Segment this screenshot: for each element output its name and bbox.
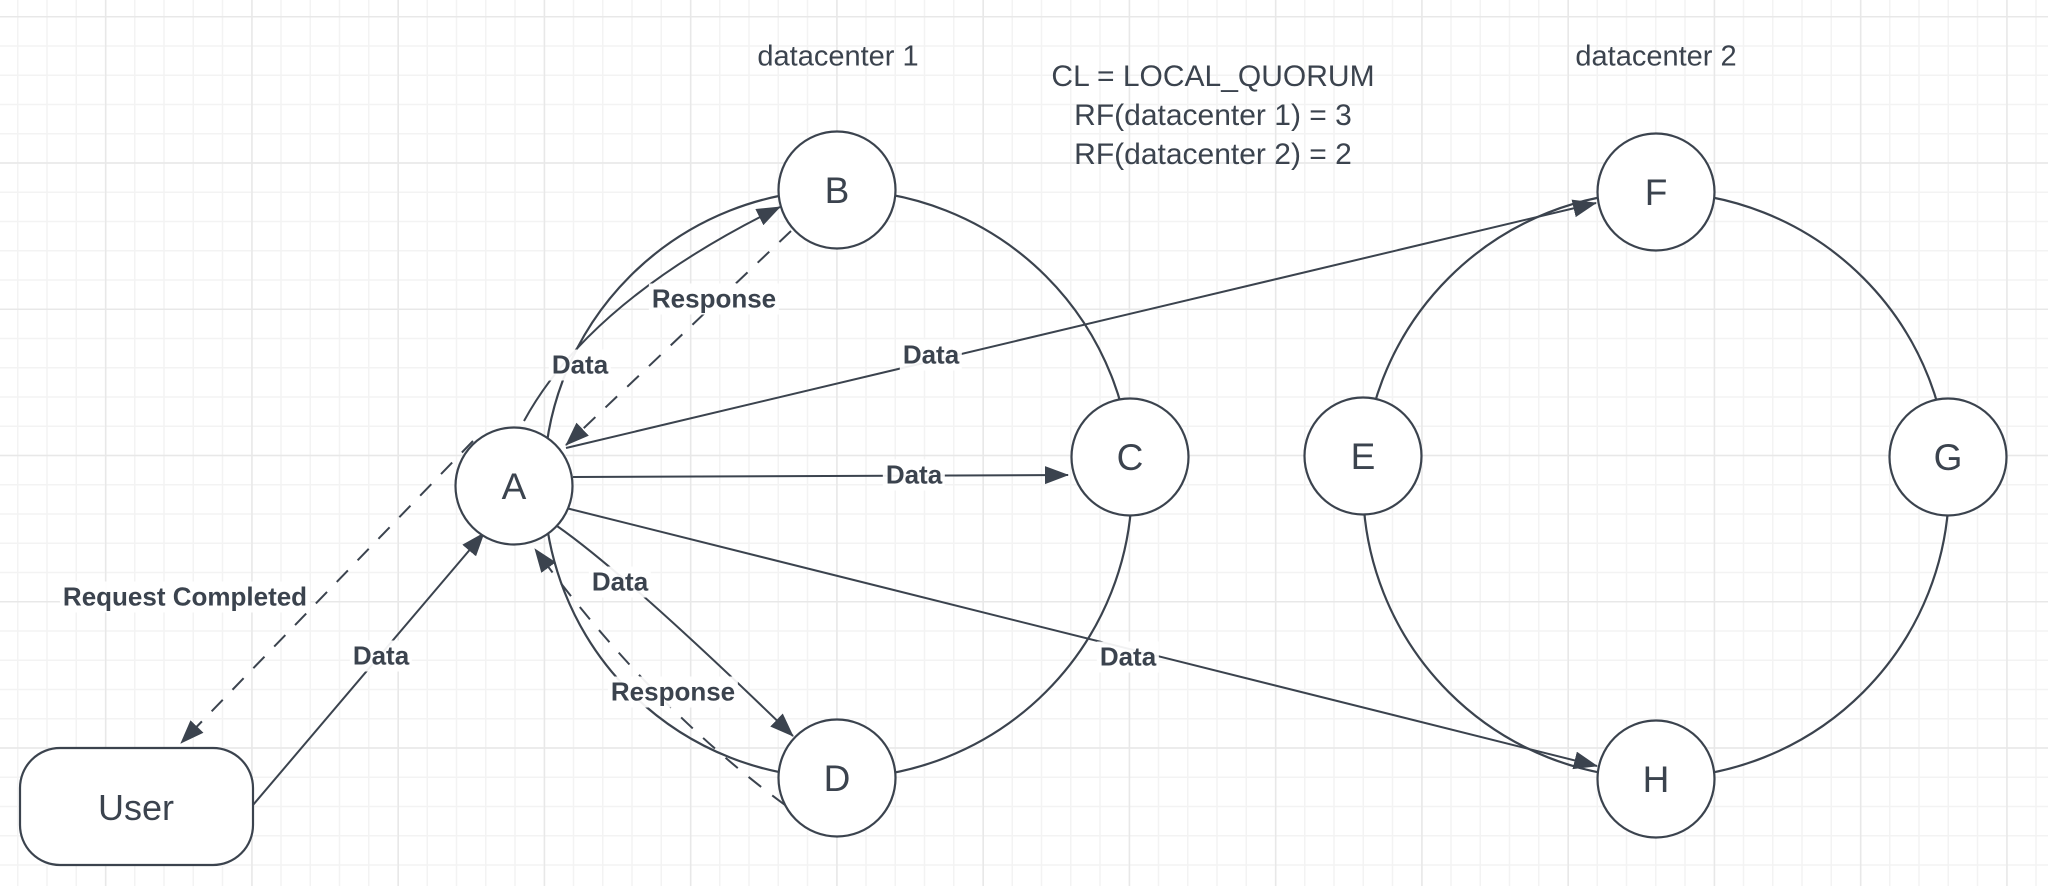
user-box-label: User xyxy=(97,787,175,828)
edge-label-a-f: Data xyxy=(899,339,963,371)
datacenter-2-ring[interactable] xyxy=(1361,190,1951,780)
edge-label-a-c: Data xyxy=(882,459,946,491)
edge-label-a-b: Data xyxy=(548,349,612,381)
edge-a-to-c-data[interactable] xyxy=(572,466,1069,485)
node-c-circle[interactable] xyxy=(1070,397,1190,517)
node-e-label: E xyxy=(1350,436,1376,477)
edge-label-a-d: Data xyxy=(588,566,652,598)
edge-label-a-user: Request Completed xyxy=(59,581,311,613)
node-f-label: F xyxy=(1644,172,1668,213)
edge-label-a-h: Data xyxy=(1096,641,1160,673)
edge-d-to-a-response[interactable] xyxy=(534,548,786,806)
datacenter-2-label: datacenter 2 xyxy=(1575,40,1737,73)
edge-a-to-d-data[interactable] xyxy=(556,525,794,737)
node-d-label: D xyxy=(823,758,851,799)
node-a-circle[interactable] xyxy=(454,426,574,546)
annotation-line-rf2: RF(datacenter 2) = 2 xyxy=(1074,138,1352,171)
consistency-annotation: CL = LOCAL_QUORUM RF(datacenter 1) = 3 R… xyxy=(1051,57,1374,174)
edge-a-to-f-data[interactable] xyxy=(565,199,1597,449)
user-box[interactable] xyxy=(18,746,255,867)
datacenter-1-label: datacenter 1 xyxy=(757,40,919,73)
node-g-circle[interactable] xyxy=(1888,397,2008,517)
node-b-label: B xyxy=(824,170,850,211)
edge-b-to-a-response[interactable] xyxy=(565,230,792,446)
node-c-label: C xyxy=(1116,437,1144,478)
node-h-circle[interactable] xyxy=(1596,719,1716,839)
edge-a-to-h-data[interactable] xyxy=(565,507,1598,770)
edge-a-to-b-data[interactable] xyxy=(523,206,781,422)
edge-a-to-user-request-completed[interactable] xyxy=(180,440,474,744)
edge-label-b-a: Response xyxy=(648,283,780,315)
node-f-circle[interactable] xyxy=(1596,132,1716,252)
edge-label-d-a: Response xyxy=(607,676,739,708)
annotation-line-rf1: RF(datacenter 1) = 3 xyxy=(1074,99,1352,132)
node-e-circle[interactable] xyxy=(1303,396,1423,516)
node-d-circle[interactable] xyxy=(777,718,897,838)
node-a-label: A xyxy=(501,466,527,507)
edge-label-user-a: Data xyxy=(349,640,413,672)
node-b-circle[interactable] xyxy=(777,130,897,250)
node-h-label: H xyxy=(1642,759,1670,800)
node-g-label: G xyxy=(1933,437,1963,478)
annotation-line-cl: CL = LOCAL_QUORUM xyxy=(1051,60,1375,93)
